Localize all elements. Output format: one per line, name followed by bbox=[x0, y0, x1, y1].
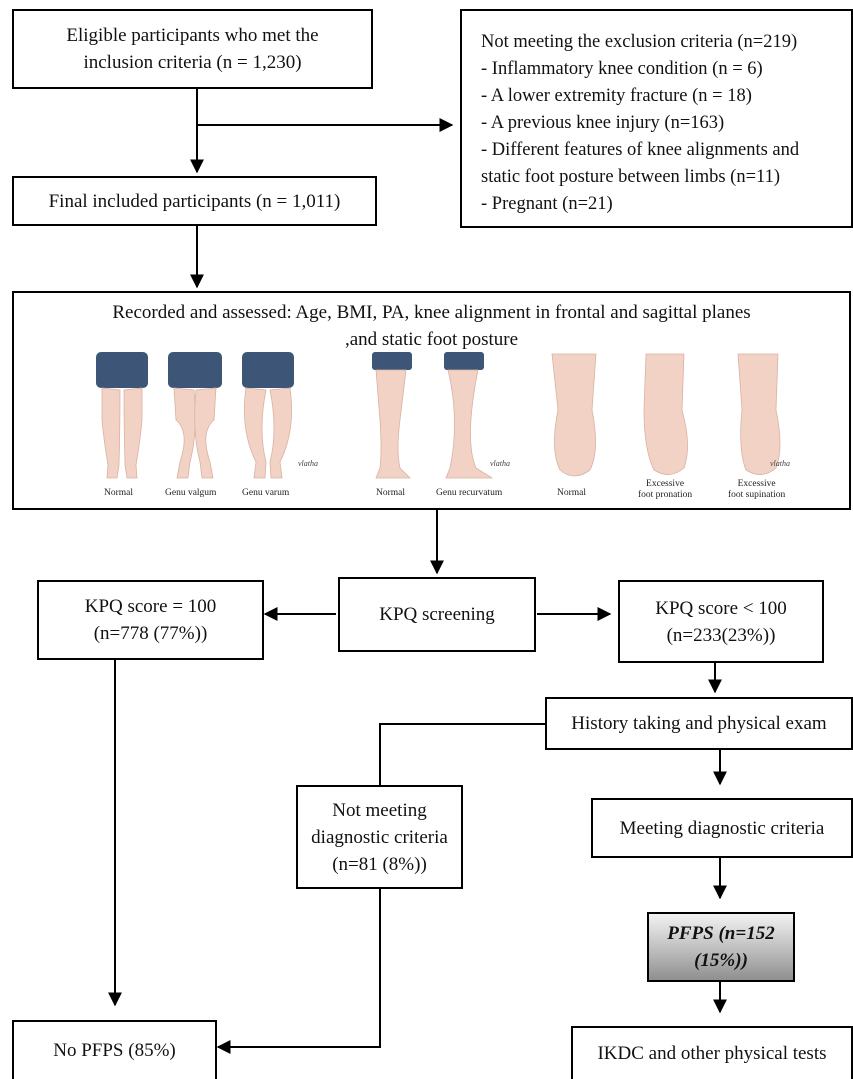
frontal-normal-legs-illustration bbox=[96, 352, 148, 479]
exclusion-line-3: - A lower extremity fracture (n = 18) bbox=[481, 86, 752, 106]
history-exam-box: History taking and physical exam bbox=[545, 697, 853, 750]
exclusion-line-4: - A previous knee injury (n=163) bbox=[481, 113, 725, 133]
caption-frontal-normal: Normal bbox=[104, 488, 133, 499]
eligible-line-2: inclusion criteria (n = 1,230) bbox=[83, 52, 302, 73]
kpq-lt100-line-1: KPQ score < 100 bbox=[655, 597, 787, 619]
no-pfps-text: No PFPS (85%) bbox=[53, 1040, 176, 1061]
recorded-assessed-box: Recorded and assessed: Age, BMI, PA, kne… bbox=[12, 291, 851, 510]
caption-foot-pronation-line-1: Excessive bbox=[646, 479, 685, 489]
meeting-criteria-box: Meeting diagnostic criteria bbox=[591, 798, 853, 858]
caption-sagittal-normal-text: Normal bbox=[376, 488, 406, 498]
pfps-box: PFPS (n=152 (15%)) bbox=[647, 912, 795, 982]
caption-genu-valgum: Genu valgum bbox=[165, 488, 216, 499]
exclusion-line-7: - Pregnant (n=21) bbox=[481, 194, 613, 214]
kpq-100-line-2: (n=778 (77%)) bbox=[93, 623, 208, 644]
posture-illustrations: vlatha vlatha vlatha bbox=[96, 352, 790, 479]
exclusion-line-5: - Different features of knee alignments … bbox=[481, 140, 800, 160]
recorded-line-2: ,and static foot posture bbox=[344, 329, 519, 350]
not-meeting-line-2: diagnostic criteria bbox=[311, 826, 448, 848]
genu-varum-legs-illustration: vlatha bbox=[242, 352, 318, 479]
ikdc-box: IKDC and other physical tests bbox=[571, 1026, 853, 1079]
final-included-text: Final included participants (n = 1,011) bbox=[48, 190, 341, 212]
pfps-line-2: (15%)) bbox=[694, 950, 748, 971]
caption-genu-varum: Genu varum bbox=[242, 488, 289, 499]
eligible-line-1: Eligible participants who met the bbox=[66, 25, 319, 46]
kpq-screening-text: KPQ screening bbox=[379, 604, 495, 625]
pfps-line-1: PFPS (n=152 bbox=[667, 923, 775, 944]
normal-foot-posture-illustration bbox=[551, 353, 597, 477]
kpq-lt100-line-2: (n=233(23%)) bbox=[666, 624, 776, 646]
caption-sagittal-normal: Normal bbox=[376, 488, 405, 499]
caption-genu-varum-text: Genu varum bbox=[242, 488, 290, 498]
eligible-participants-box: Eligible participants who met the inclus… bbox=[12, 9, 373, 89]
caption-genu-valgum-text: Genu valgum bbox=[165, 488, 217, 498]
exclusion-line-2: - Inflammatory knee condition (n = 6) bbox=[481, 59, 763, 79]
caption-foot-normal: Normal bbox=[557, 488, 586, 499]
signature-varum: vlatha bbox=[298, 459, 318, 468]
final-included-box: Final included participants (n = 1,011) bbox=[12, 176, 377, 226]
signature-recurvatum: vlatha bbox=[490, 459, 510, 468]
caption-foot-supination-line-1: Excessive bbox=[737, 479, 776, 489]
exclusion-line-1: Not meeting the exclusion criteria (n=21… bbox=[481, 32, 798, 52]
exclusion-box: Not meeting the exclusion criteria (n=21… bbox=[460, 9, 853, 228]
caption-genu-recurvatum-text: Genu recurvatum bbox=[436, 488, 503, 498]
caption-foot-normal-text: Normal bbox=[557, 488, 587, 498]
excessive-foot-supination-illustration: vlatha bbox=[737, 353, 790, 475]
exclusion-line-6: static foot posture between limbs (n=11) bbox=[481, 167, 780, 187]
recorded-line-1: Recorded and assessed: Age, BMI, PA, kne… bbox=[112, 302, 751, 323]
excessive-foot-pronation-illustration bbox=[643, 353, 688, 475]
ikdc-text: IKDC and other physical tests bbox=[597, 1043, 827, 1064]
caption-genu-recurvatum: Genu recurvatum bbox=[436, 488, 502, 499]
kpq-100-line-1: KPQ score = 100 bbox=[84, 596, 217, 617]
kpq-score-lt100-box: KPQ score < 100 (n=233(23%)) bbox=[618, 580, 824, 663]
genu-recurvatum-leg-illustration: vlatha bbox=[444, 352, 510, 479]
kpq-screening-box: KPQ screening bbox=[338, 577, 536, 652]
not-meeting-line-1: Not meeting bbox=[332, 799, 427, 821]
genu-valgum-legs-illustration bbox=[168, 352, 222, 479]
meeting-criteria-text: Meeting diagnostic criteria bbox=[619, 817, 825, 839]
not-meeting-criteria-box: Not meeting diagnostic criteria (n=81 (8%)… bbox=[296, 785, 463, 889]
caption-frontal-normal-text: Normal bbox=[104, 488, 134, 498]
caption-foot-supination-line-2: foot supination bbox=[728, 490, 786, 500]
arrow-not-meeting-to-nopfps bbox=[216, 888, 381, 1054]
caption-foot-pronation-line-2: foot pronation bbox=[638, 490, 693, 500]
kpq-score-100-box: KPQ score = 100 (n=778 (77%)) bbox=[37, 580, 264, 660]
no-pfps-box: No PFPS (85%) bbox=[12, 1020, 217, 1079]
sagittal-normal-leg-illustration bbox=[372, 352, 412, 479]
not-meeting-line-3: (n=81 (8%)) bbox=[332, 853, 427, 875]
signature-supination: vlatha bbox=[770, 459, 790, 468]
caption-foot-supination: Excessive foot supination bbox=[728, 479, 785, 501]
history-exam-text: History taking and physical exam bbox=[571, 713, 827, 734]
caption-foot-pronation: Excessive foot pronation bbox=[638, 479, 692, 501]
